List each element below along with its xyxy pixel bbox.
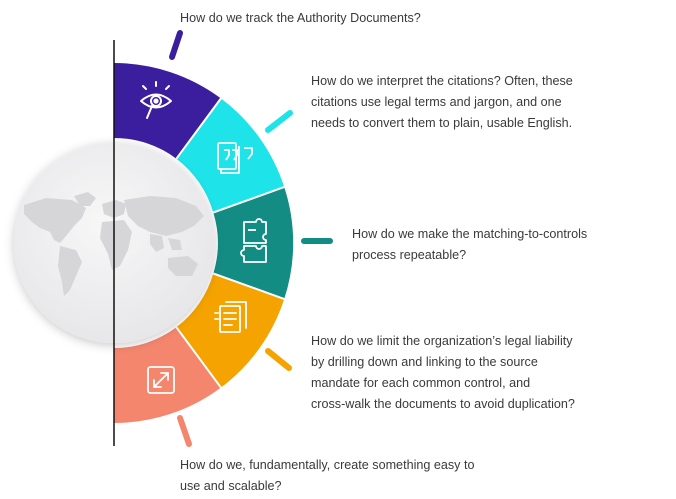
puzzle-icon bbox=[240, 218, 267, 263]
question-5-line-1: How do we, fundamentally, create somethi… bbox=[180, 458, 475, 472]
question-4-line-2: by drilling down and linking to the sour… bbox=[311, 355, 538, 369]
question-4: How do we limit the organization’s legal… bbox=[311, 331, 611, 415]
question-3: How do we make the matching-to-controls … bbox=[352, 224, 632, 266]
quote-icon bbox=[217, 142, 253, 174]
tick-2 bbox=[265, 110, 293, 133]
tick-marks bbox=[169, 30, 333, 447]
tick-1 bbox=[169, 30, 183, 60]
tick-5 bbox=[177, 415, 192, 447]
question-2-line-1: How do we interpret the citations? Often… bbox=[311, 74, 573, 88]
question-5-line-2: use and scalable? bbox=[180, 479, 282, 493]
segment-2 bbox=[176, 98, 285, 213]
tick-4 bbox=[265, 348, 292, 371]
segment-1 bbox=[114, 62, 221, 159]
segment-separators bbox=[175, 97, 286, 389]
question-3-line-1: How do we make the matching-to-controls bbox=[352, 227, 588, 241]
question-4-line-3: mandate for each common control, and bbox=[311, 376, 531, 390]
question-2: How do we interpret the citations? Often… bbox=[311, 71, 611, 134]
question-2-line-2: citations use legal terms and jargon, an… bbox=[311, 95, 562, 109]
question-2-line-3: needs to convert them to plain, usable E… bbox=[311, 116, 573, 130]
document-list-icon bbox=[214, 301, 247, 333]
question-1: How do we track the Authority Documents? bbox=[180, 8, 500, 29]
question-4-line-4: cross-walk the documents to avoid duplic… bbox=[311, 397, 575, 411]
expand-icon bbox=[147, 366, 175, 394]
segment-4 bbox=[176, 273, 285, 388]
question-1-line-1: How do we track the Authority Documents? bbox=[180, 11, 421, 25]
question-5: How do we, fundamentally, create somethi… bbox=[180, 455, 520, 497]
question-3-line-2: process repeatable? bbox=[352, 248, 467, 262]
eye-icon bbox=[140, 81, 172, 119]
question-4-line-1: How do we limit the organization’s legal… bbox=[311, 334, 573, 348]
